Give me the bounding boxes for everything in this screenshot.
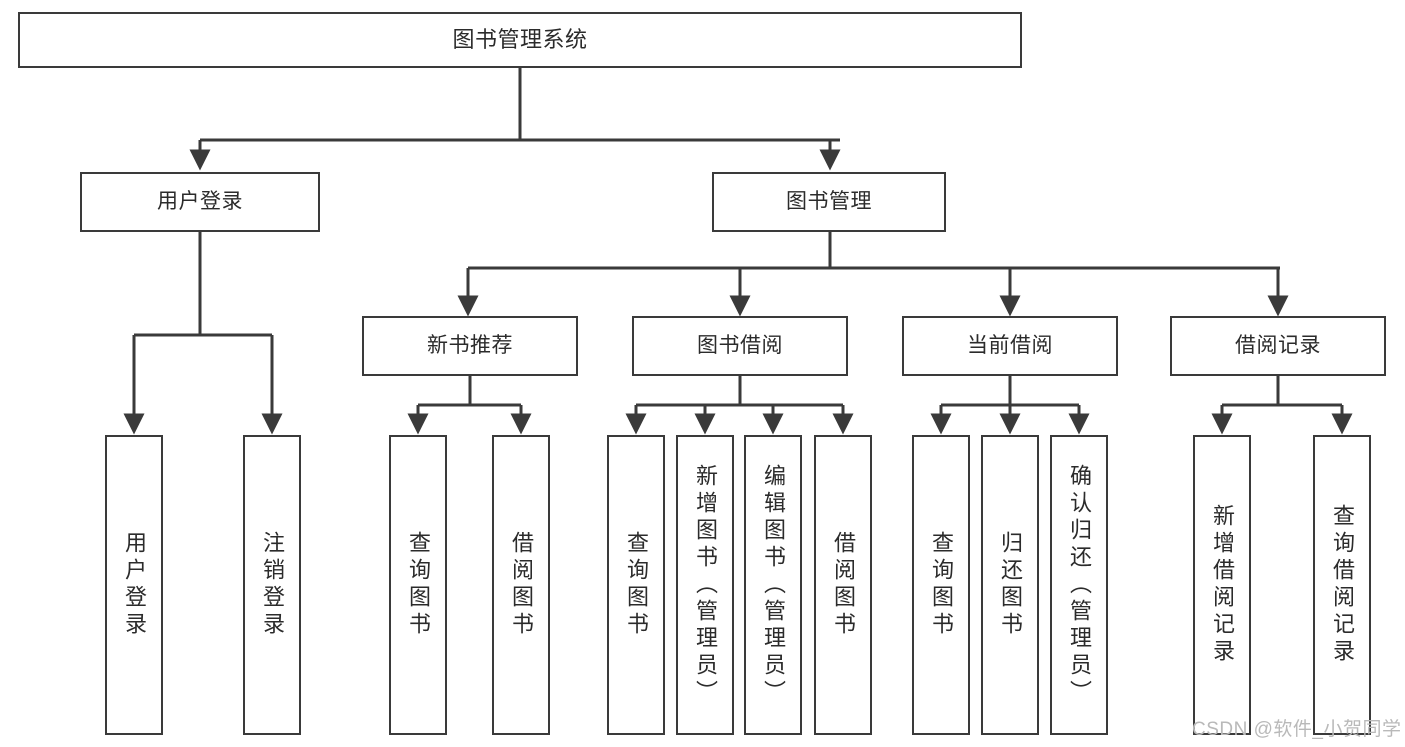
leaf-new-book-borrow[interactable]: 借阅图书 bbox=[492, 435, 550, 735]
leaf-user-login-login[interactable]: 用户登录 bbox=[105, 435, 163, 735]
leaf-borrow-edit-book[interactable]: 编辑图书（管理员） bbox=[744, 435, 802, 735]
leaf-new-book-query[interactable]: 查询图书 bbox=[389, 435, 447, 735]
leaf-record-query-record[interactable]: 查询借阅记录 bbox=[1313, 435, 1371, 735]
leaf-borrow-query-book[interactable]: 查询图书 bbox=[607, 435, 665, 735]
node-root[interactable]: 图书管理系统 bbox=[18, 12, 1022, 68]
leaf-borrow-borrow-book[interactable]: 借阅图书 bbox=[814, 435, 872, 735]
node-borrow-record[interactable]: 借阅记录 bbox=[1170, 316, 1386, 376]
leaf-current-confirm-return[interactable]: 确认归还（管理员） bbox=[1050, 435, 1108, 735]
node-book-management[interactable]: 图书管理 bbox=[712, 172, 946, 232]
leaf-current-query-book[interactable]: 查询图书 bbox=[912, 435, 970, 735]
leaf-record-add-record[interactable]: 新增借阅记录 bbox=[1193, 435, 1251, 735]
leaf-current-return-book[interactable]: 归还图书 bbox=[981, 435, 1039, 735]
node-book-borrow[interactable]: 图书借阅 bbox=[632, 316, 848, 376]
leaf-borrow-add-book[interactable]: 新增图书（管理员） bbox=[676, 435, 734, 735]
leaf-user-login-logout[interactable]: 注销登录 bbox=[243, 435, 301, 735]
node-new-book-recommend[interactable]: 新书推荐 bbox=[362, 316, 578, 376]
node-current-borrow[interactable]: 当前借阅 bbox=[902, 316, 1118, 376]
node-user-login[interactable]: 用户登录 bbox=[80, 172, 320, 232]
csdn-watermark: CSDN @软件_小贺同学 bbox=[1192, 719, 1402, 740]
